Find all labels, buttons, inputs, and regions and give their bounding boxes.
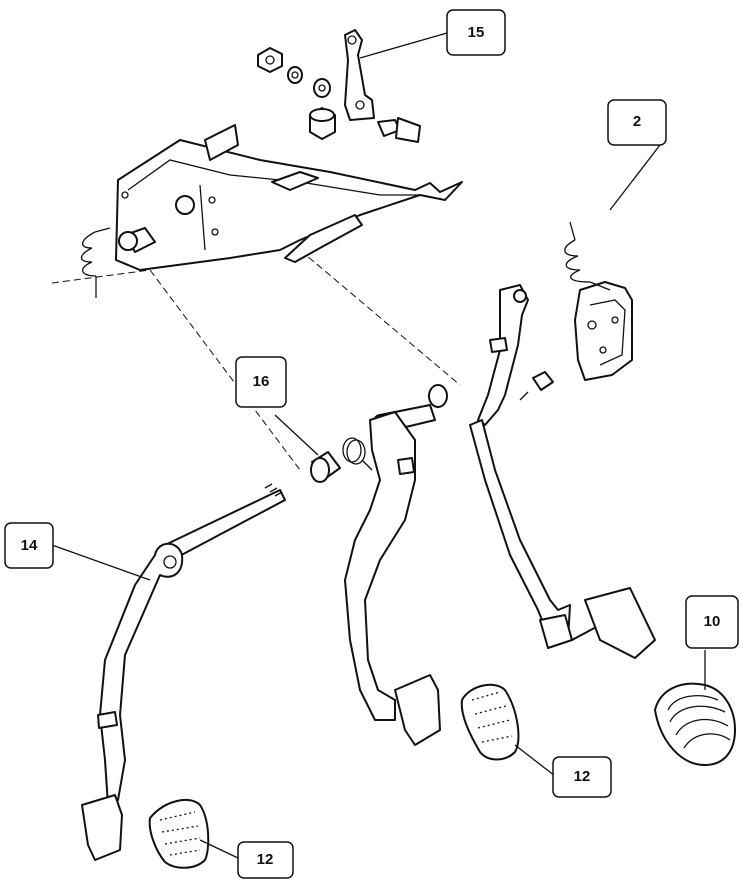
callout-12-middle-label: 12 bbox=[574, 768, 591, 785]
callout-16: 16 bbox=[235, 356, 287, 408]
bracket-hardware bbox=[257, 47, 421, 143]
switch-spring bbox=[564, 221, 611, 291]
callout-2-label: 2 bbox=[633, 113, 641, 130]
brake-pedal-part-14 bbox=[81, 483, 286, 861]
callout-14: 14 bbox=[4, 522, 54, 569]
bushing-part-16 bbox=[310, 451, 341, 483]
callout-16-label: 16 bbox=[253, 373, 270, 390]
callout-2: 2 bbox=[607, 99, 667, 146]
link-rod-part-15 bbox=[344, 29, 375, 121]
pedal-pad-bottom-left bbox=[148, 798, 210, 869]
callout-15-label: 15 bbox=[468, 24, 485, 41]
accelerator-pedal-right bbox=[469, 284, 656, 659]
return-spring-left bbox=[80, 227, 111, 298]
callout-10: 10 bbox=[685, 595, 739, 649]
callout-12-middle: 12 bbox=[552, 756, 612, 798]
pivot-spring-center bbox=[342, 437, 373, 471]
pedal-mounting-bracket bbox=[115, 124, 463, 271]
clutch-pedal-center bbox=[344, 384, 448, 746]
switch-bracket-part-2 bbox=[574, 281, 633, 381]
callout-leaders bbox=[51, 32, 706, 859]
callout-15: 15 bbox=[446, 9, 506, 56]
pedal-pad-part-10 bbox=[653, 682, 737, 767]
callout-10-label: 10 bbox=[704, 613, 721, 630]
pedal-pad-middle bbox=[460, 683, 520, 761]
callout-12-bottom-label: 12 bbox=[257, 851, 274, 868]
callout-14-label: 14 bbox=[21, 537, 38, 554]
callout-12-bottom: 12 bbox=[237, 841, 294, 879]
